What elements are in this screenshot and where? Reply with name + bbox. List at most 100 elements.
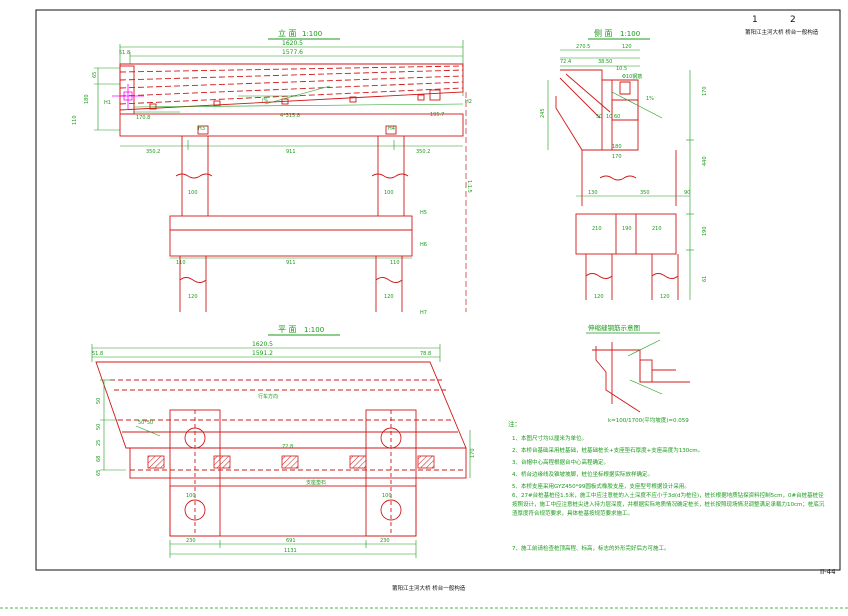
plan-dim-51: 51.8 bbox=[92, 351, 103, 357]
detail-leaders bbox=[627, 339, 663, 395]
plan-title: 平 面 bbox=[278, 325, 297, 334]
side-rebar-label: Φ10钢筋 bbox=[622, 73, 642, 80]
page-number-2: 2 bbox=[790, 15, 796, 25]
plan-scale: 1:100 bbox=[304, 326, 324, 334]
side-label-slope: 1% bbox=[646, 96, 654, 102]
elevation-view: 立 面 1:100 1620.5 1577.6 51.8 bbox=[72, 28, 472, 316]
side-dims-top bbox=[560, 49, 640, 67]
plan-dim-230-right: 230 bbox=[380, 538, 390, 544]
sheet-number: II-44 bbox=[820, 568, 836, 576]
plan-dim-100-right: 100 bbox=[382, 493, 392, 499]
side-dim-72: 72.4 bbox=[560, 59, 571, 65]
detail-joint bbox=[592, 342, 690, 413]
elev-level-h4: H4 bbox=[388, 126, 395, 132]
plan-left-50a: 50 bbox=[96, 398, 102, 404]
elev-level-h5: H5 bbox=[420, 210, 427, 216]
side-dim-38: 38.50 bbox=[598, 59, 612, 65]
side-pile-120-right: 120 bbox=[660, 294, 670, 300]
note-2: 2、本桥台基础采用桩基础，桩基础桩长+支座垫石厚度+支座高度为130cm。 bbox=[512, 446, 703, 454]
detail-title: 伸缩缝钢筋示意图 bbox=[588, 323, 640, 332]
side-dim-170: 170 bbox=[612, 154, 622, 160]
note-4: 4、桥台边缘线及锥坡坡脚，桩位坐标根据实际放样确定。 bbox=[512, 470, 653, 478]
side-low-130: 130 bbox=[588, 190, 598, 196]
elev-cap-350-right: 350.2 bbox=[416, 149, 430, 155]
side-right-190: 190 bbox=[702, 226, 708, 236]
elev-dim-4x315: 4*315.8 bbox=[280, 113, 300, 119]
side-dim-50: 50 bbox=[596, 114, 602, 120]
side-foot-210-left: 210 bbox=[592, 226, 602, 232]
side-vertical-dims bbox=[547, 70, 694, 300]
drawing-frame bbox=[35, 9, 841, 571]
header-title: 莆阳江主河大桥 桥台一般构造 bbox=[745, 28, 819, 36]
side-right-440: 440 bbox=[702, 156, 708, 166]
side-dim-60: 60 bbox=[614, 114, 620, 120]
side-right-245: 245 bbox=[540, 108, 546, 118]
elev-pile-120-left: 120 bbox=[188, 294, 198, 300]
elev-level-h6: H6 bbox=[420, 242, 427, 248]
elev-dim-195: 195.7 bbox=[430, 112, 444, 118]
page-number-1: 1 bbox=[752, 15, 758, 25]
elevation-scale: 1:100 bbox=[302, 30, 322, 38]
plan-dim-100-left: 100 bbox=[186, 493, 196, 499]
elev-level-h7: H7 bbox=[420, 310, 427, 316]
side-right-170: 170 bbox=[702, 86, 708, 96]
elev-col-100-right: 100 bbox=[384, 190, 394, 196]
elev-pile-120-right: 120 bbox=[384, 294, 394, 300]
elev-left-180: 180 bbox=[84, 94, 90, 104]
plan-cap-beam bbox=[129, 447, 467, 479]
plan-left-65: 65 bbox=[96, 470, 102, 476]
side-scale: 1:100 bbox=[620, 30, 640, 38]
elevation-cap-dims bbox=[120, 140, 463, 150]
plan-dim-230-left: 230 bbox=[186, 538, 196, 544]
plan-label-pad: 50*50 bbox=[138, 420, 153, 426]
note-6: 6、27#台桩基桩径1.5米，施工中应注意桩的入土深度不应小于3d(d为桩径)，… bbox=[512, 493, 825, 517]
detail-view: 伸缩缝钢筋示意图 k=100/1700(平均坡度)=0.059 bbox=[586, 323, 690, 424]
elev-left-65: 65 bbox=[92, 72, 98, 78]
note-1: 1、本图尺寸均以厘米为单位。 bbox=[512, 434, 587, 442]
plan-side-note: 支座垫石 bbox=[306, 479, 326, 486]
elev-dim-51: 51.8 bbox=[119, 50, 130, 56]
elevation-columns bbox=[175, 136, 409, 216]
plan-left-68: 68 bbox=[96, 456, 102, 462]
plan-footing bbox=[169, 409, 417, 537]
elev-level-h3: H3 bbox=[198, 126, 205, 132]
plan-right-170: 170 bbox=[470, 448, 476, 458]
note-5: 5、本桥支座采用GYZ450*99圆板式橡胶支座，支座型号根据设计采用。 bbox=[512, 482, 690, 490]
plan-dim-691: 691 bbox=[286, 538, 296, 544]
elev-cap-350-left: 350.2 bbox=[146, 149, 160, 155]
plan-dim-1591: 1591.2 bbox=[252, 350, 273, 357]
side-dim-10b: 10 bbox=[606, 114, 612, 120]
elev-level-h1: H1 bbox=[104, 100, 111, 106]
side-leader bbox=[611, 91, 663, 119]
plan-dim-1131: 1131 bbox=[284, 548, 297, 554]
elevation-cap-beam bbox=[119, 113, 464, 137]
notes-block: 注： 1、本图尺寸均以厘米为单位。 2、本桥台基础采用桩基础，桩基础桩长+支座垫… bbox=[508, 419, 825, 552]
plan-label-direction: 行车方向 bbox=[258, 393, 278, 400]
plan-dims-top bbox=[91, 344, 441, 362]
side-dim-180: 180 bbox=[612, 144, 622, 150]
side-foot-210-right: 210 bbox=[652, 226, 662, 232]
plan-view: 平 面 1:100 1620.5 1591.2 51.8 78.8 行车方向 5… bbox=[91, 325, 476, 558]
side-foot-190: 190 bbox=[622, 226, 632, 232]
plan-dim-78: 78.8 bbox=[420, 351, 431, 357]
elev-dim-1577: 1577.6 bbox=[282, 49, 303, 56]
side-pile-120-left: 120 bbox=[594, 294, 604, 300]
plan-dim-1620: 1620.5 bbox=[252, 341, 273, 348]
plan-left-dims bbox=[100, 379, 126, 471]
elev-col-100-left: 100 bbox=[188, 190, 198, 196]
footer-title: 莆阳江主河大桥 桥台一般构造 bbox=[392, 584, 466, 592]
notes-heading: 注： bbox=[508, 419, 521, 428]
elev-foot-911: 911 bbox=[286, 260, 296, 266]
elev-label-slope-ratio: 1:1.5 bbox=[466, 180, 472, 193]
side-title: 侧 面 bbox=[594, 28, 613, 38]
side-right-61: 61 bbox=[702, 276, 708, 282]
elev-foot-110-left: 110 bbox=[176, 260, 186, 266]
plan-left-50b: 50 bbox=[96, 424, 102, 430]
side-low-90: 90 bbox=[684, 190, 690, 196]
plan-bottom-dims bbox=[169, 540, 417, 558]
side-column bbox=[581, 150, 677, 206]
note-7: 7、施工前请检查桩顶高程、标高，标志的外形完好后方可施工。 bbox=[512, 544, 670, 552]
side-dim-120: 120 bbox=[622, 44, 632, 50]
elevation-left-dims bbox=[94, 67, 120, 131]
elevation-footing bbox=[169, 215, 413, 257]
